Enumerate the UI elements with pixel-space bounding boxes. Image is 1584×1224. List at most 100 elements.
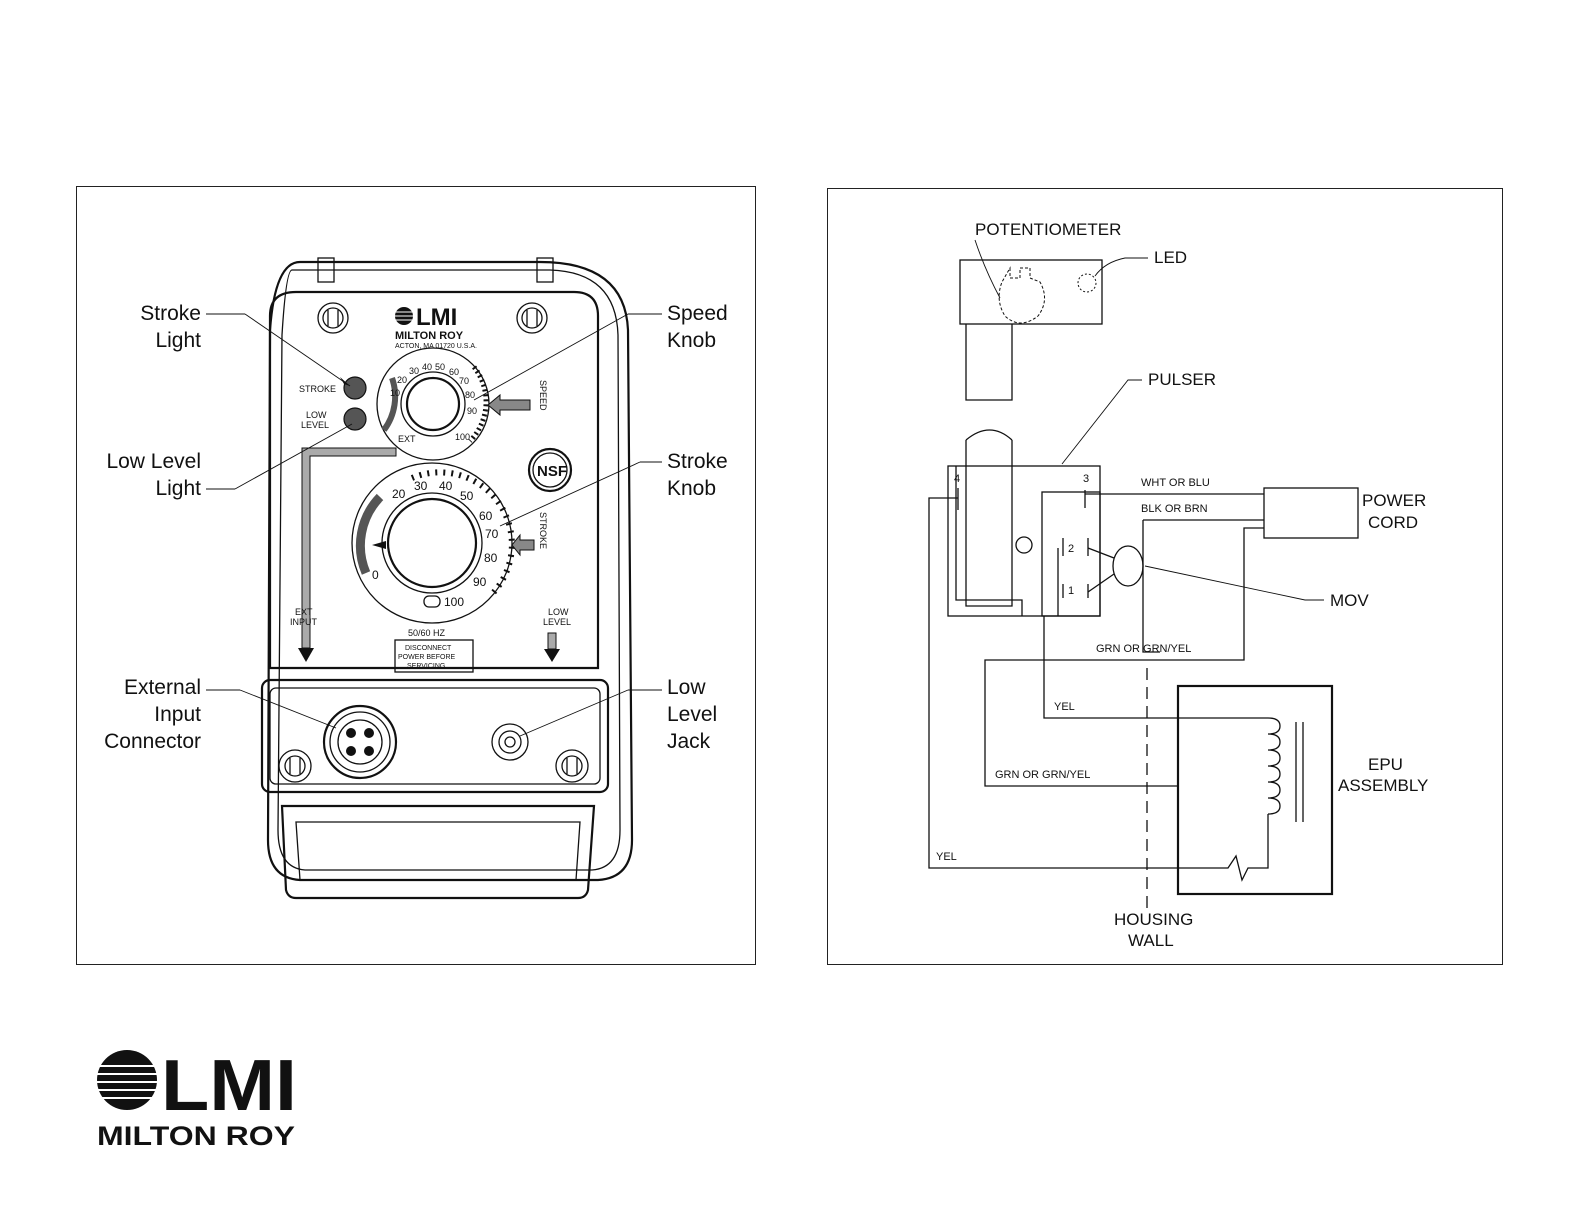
wiring-diagram-figure [827,188,1503,965]
screw-bottom-right [555,749,589,783]
speed-tick-10: 10 [390,388,400,398]
low-level-jack[interactable] [491,723,529,761]
stroke-vertical-label: STROKE [538,512,548,549]
connector-bay-inner [269,687,601,785]
mov-component [1112,545,1144,587]
speed-knob-callout-2: Knob [667,329,716,352]
wire-label-grn-bottom: GRN OR GRN/YEL [995,769,1090,781]
terminal-4: 4 [954,473,960,485]
wire-yel-bottom [928,497,1207,869]
potentiometer-stem [965,324,1013,401]
stroke-tick-30: 30 [414,479,428,493]
stroke-light-callout-2: Light [155,329,201,352]
housing-wall-label-2: WALL [1128,931,1174,950]
pulser-leader [1061,379,1142,465]
led-icon [1077,273,1097,293]
terminal-3: 3 [1083,473,1089,485]
warning-line-1: DISCONNECT [405,645,452,652]
stroke-tick-50: 50 [460,489,474,503]
hinge-right [536,257,554,283]
speed-knob-callout-1: Speed [667,302,728,325]
connector-bay [260,678,610,794]
external-input-callout-1: External [124,676,201,699]
housing-foot [280,804,596,900]
stem-break [965,429,1013,441]
stroke-tick-70: 70 [485,527,499,541]
stroke-tick-60: 60 [479,509,493,523]
low-level-arrow-label-2: LEVEL [543,617,571,627]
stroke-knob-callout-1: Stroke [667,450,728,473]
low-level-jack-callout-1: Low [667,676,706,699]
hz-label: 50/60 HZ [408,628,446,638]
faceplate-logo-mark [394,307,414,325]
power-cord-block [1263,487,1359,539]
stroke-knob-callout-2: Knob [667,477,716,500]
svg-text:NSF: NSF [537,463,567,480]
stroke-tick-20: 20 [392,487,406,501]
low-level-light-callout-2: Light [155,477,201,500]
speed-ext-label: EXT [398,434,416,444]
potentiometer-block [959,259,1103,325]
stroke-arrow-icon [511,533,535,557]
warning-line-2: POWER BEFORE [398,654,456,661]
ext-input-arrow-icon [298,648,314,662]
low-level-indicator-label-1: LOW [306,410,327,420]
logo-mark-icon [97,1050,157,1110]
housing-inner-outline [277,269,621,871]
stroke-light [343,376,367,400]
speed-tick-100: 100 [455,432,470,442]
pulser-block [947,465,1101,617]
wire-label-yel-top: YEL [1054,701,1075,713]
screw-top-left [317,302,349,334]
logo-sub: MILTON ROY [97,1121,295,1151]
speed-tick-60: 60 [449,367,459,377]
pulser-inner-line [955,466,1023,616]
lmi-logo: LMI MILTON ROY [97,1046,307,1151]
pulser-hole [1015,536,1033,554]
wire-label-blk-or-brn: BLK OR BRN [1141,503,1208,515]
stroke-tick-40: 40 [439,479,453,493]
low-level-arrow-label-1: LOW [548,607,569,617]
external-input-connector[interactable] [322,704,398,780]
potentiometer-label: POTENTIOMETER [975,220,1121,239]
faceplate-brand-sub: MILTON ROY [395,330,464,342]
low-level-indicator-label-2: LEVEL [301,420,329,430]
wire-ground-cord [1160,527,1264,661]
ext-input-label-2: INPUT [290,617,318,627]
pulser-label: PULSER [1148,370,1216,389]
stroke-light-callout-1: Stroke [140,302,201,325]
logo-brand: LMI [161,1046,297,1126]
hinge-left [317,257,335,283]
screw-bottom-left [278,749,312,783]
epu-coil-icon [1207,717,1304,882]
stroke-knob[interactable] [351,462,515,624]
wire-blk-down [1142,520,1160,653]
mov-leader [1144,565,1324,601]
epu-assembly-block [1176,684,1334,896]
wire-grn-bottom [984,659,1178,787]
speed-tick-20: 20 [397,375,407,385]
low-level-light [343,407,367,431]
led-label: LED [1154,248,1187,267]
housing-foot-inner [295,821,581,881]
faceplate-address: ACTON, MA 01720 U.S.A. [395,343,477,350]
external-input-callout-2: Input [154,703,201,726]
low-level-jack-callout-2: Level [667,703,717,726]
speed-tick-40: 40 [422,362,432,372]
stroke-tick-80: 80 [484,551,498,565]
wire-label-wht-or-blu: WHT OR BLU [1141,477,1210,489]
mov-label: MOV [1330,591,1369,610]
screw-top-right [516,302,548,334]
stroke-scale: 0 20 30 40 50 60 70 80 90 100 [372,479,499,609]
speed-vertical-label: SPEED [538,380,548,411]
epu-label-1: EPU [1368,755,1403,774]
nsf-badge: NSF [527,447,573,493]
stroke-tick-0: 0 [372,568,379,582]
speed-tick-30: 30 [409,366,419,376]
epu-label-2: ASSEMBLY [1338,776,1428,795]
external-input-callout-3: Connector [104,730,201,753]
warning-box [394,639,474,673]
terminal-2: 2 [1068,543,1074,555]
control-panel-figure [76,186,756,965]
